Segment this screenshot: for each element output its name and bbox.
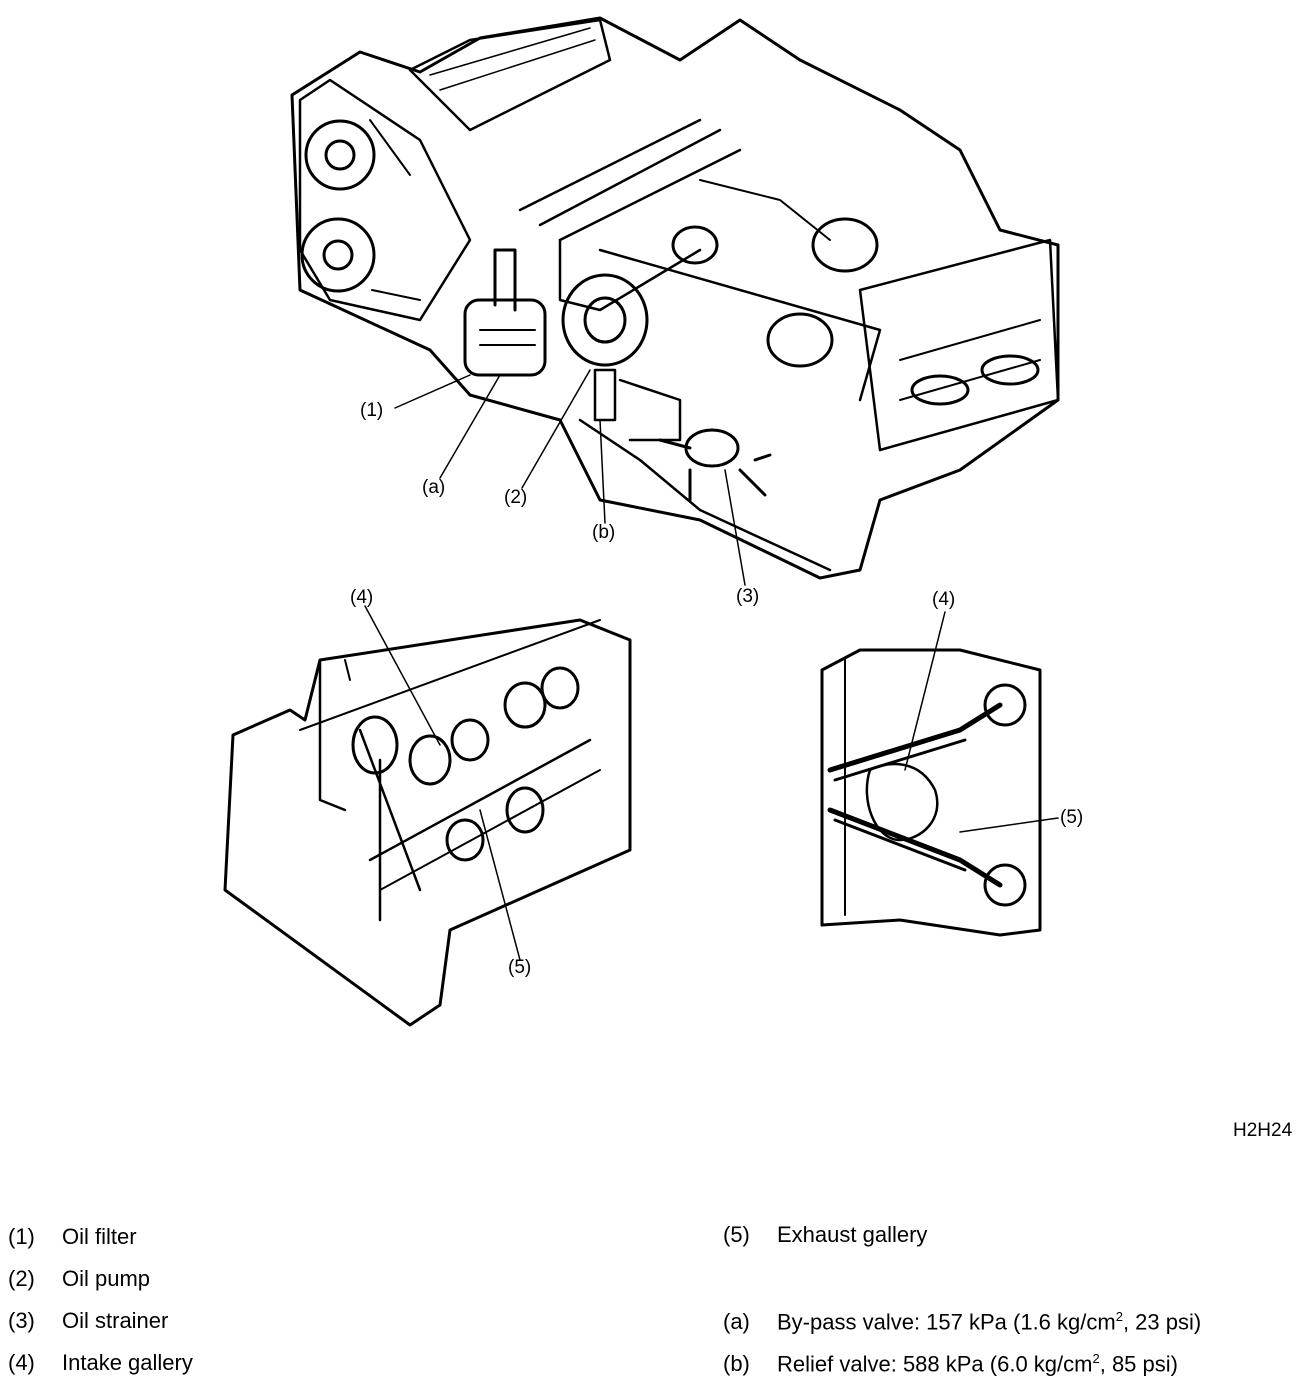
legend-key: (2)	[8, 1266, 35, 1291]
legend-item-intake-gallery: (4) Intake gallery	[8, 1352, 193, 1374]
piston-right-upper	[811, 217, 879, 273]
figure-code: H2H24	[1233, 1120, 1293, 1141]
legend-text-after: , 23 psi)	[1122, 1309, 1202, 1335]
legend-item-bypass-valve: (a) By-pass valve: 157 kPa (1.6 kg/cm2, 2…	[723, 1310, 1201, 1333]
callout-4-left: (4)	[350, 587, 374, 608]
legend-key: (a)	[723, 1309, 750, 1335]
legend-text-after: , 85 psi)	[1099, 1351, 1178, 1377]
oil-pump-drawing	[561, 273, 649, 367]
callout-2: (2)	[504, 487, 528, 508]
legend-key: (5)	[723, 1222, 750, 1247]
callout-3: (3)	[736, 586, 760, 607]
legend-item-relief-valve: (b) Relief valve: 588 kPa (6.0 kg/cm2, 85…	[723, 1352, 1178, 1375]
legend-item-exhaust-gallery: (5) Exhaust gallery	[723, 1224, 927, 1246]
piston-right-lower	[766, 312, 834, 368]
left-cylinder-head-drawing	[223, 605, 632, 1027]
callout-b: (b)	[592, 522, 616, 543]
callout-5-left: (5)	[508, 957, 532, 978]
legend-superscript: 2	[1092, 1351, 1100, 1366]
callout-a: (a)	[422, 477, 446, 498]
upper-cam-pulley	[304, 119, 376, 191]
oil-filter-drawing	[463, 298, 547, 377]
right-cylinder-head-drawing	[820, 611, 1059, 937]
engine-block-drawing	[290, 16, 1060, 586]
legend-text: Oil filter	[62, 1224, 137, 1249]
legend-text: Exhaust gallery	[777, 1222, 928, 1247]
legend-text-before: Relief valve: 588 kPa (6.0 kg/cm	[777, 1351, 1093, 1377]
oil-strainer-drawing	[684, 428, 740, 468]
legend-item-oil-strainer: (3) Oil strainer	[8, 1310, 168, 1332]
callout-1: (1)	[360, 400, 384, 421]
callout-5-right: (5)	[1060, 807, 1084, 828]
legend-key: (3)	[8, 1308, 35, 1333]
lower-cam-pulley	[300, 217, 376, 293]
legend-text: Oil strainer	[62, 1308, 169, 1333]
legend-item-oil-pump: (2) Oil pump	[8, 1268, 150, 1290]
legend-key: (4)	[8, 1350, 35, 1375]
legend-text-before: By-pass valve: 157 kPa (1.6 kg/cm	[777, 1309, 1116, 1335]
legend-key: (b)	[723, 1351, 750, 1377]
callout-4-right: (4)	[932, 589, 956, 610]
legend-text: Intake gallery	[62, 1350, 193, 1375]
legend-superscript: 2	[1115, 1309, 1123, 1324]
legend-text: Oil pump	[62, 1266, 151, 1291]
legend-item-oil-filter: (1) Oil filter	[8, 1226, 137, 1248]
legend-key: (1)	[8, 1224, 35, 1249]
